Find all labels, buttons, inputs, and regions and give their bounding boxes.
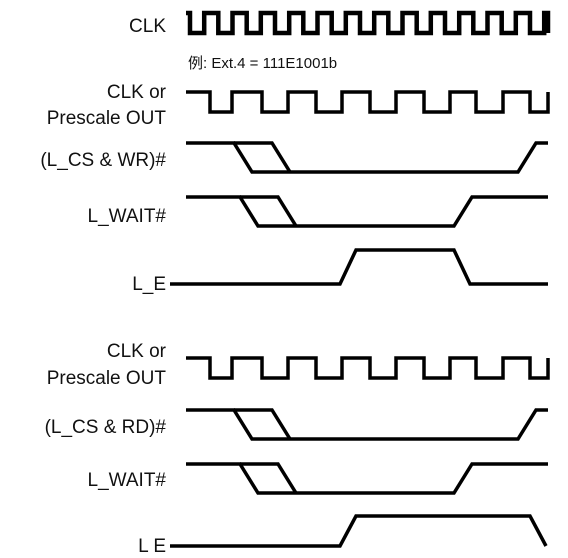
waveform-cs-wr-fall-late xyxy=(234,141,292,173)
waveform-wait-fall-early xyxy=(186,195,548,228)
signal-label-prescale-out: Prescale OUT xyxy=(47,108,167,129)
waveform-clk-or-prescale xyxy=(186,356,550,380)
signal-label-cs-rd: (L_CS & RD)# xyxy=(45,417,167,438)
signal-label-cs-wr: (L_CS & WR)# xyxy=(40,150,166,171)
waveform-clk xyxy=(186,10,551,36)
group-read: CLK or Prescale OUT (L_CS & RD)# L_WAIT#… xyxy=(45,341,550,557)
signal-wait-read: L_WAIT# xyxy=(88,462,548,495)
signal-label-le: L E xyxy=(138,536,166,557)
waveform-cs-rd-fall-early xyxy=(186,408,548,441)
signal-label-clk: CLK xyxy=(129,16,166,37)
waveform-cs-wr-fall-early xyxy=(186,141,548,174)
waveform-wait-fall-late xyxy=(240,462,298,494)
signal-cs-rd: (L_CS & RD)# xyxy=(45,408,548,441)
signal-label-wait: L_WAIT# xyxy=(88,206,167,227)
signal-clk: CLK xyxy=(129,10,551,37)
waveform-le xyxy=(170,248,548,286)
signal-clk-or-prescale-write: CLK or Prescale OUT xyxy=(47,82,550,129)
example-note: 例: Ext.4 = 111E1001b xyxy=(188,55,337,72)
signal-le-write: L_E xyxy=(132,248,548,295)
signal-clk-or-prescale-read: CLK or Prescale OUT xyxy=(47,341,550,389)
waveform-wait-fall-early xyxy=(186,462,548,495)
signal-label-clk-or: CLK or xyxy=(107,341,167,362)
signal-le-read: L E xyxy=(138,514,548,557)
signal-cs-wr: (L_CS & WR)# xyxy=(40,141,548,174)
signal-label-prescale-out: Prescale OUT xyxy=(47,368,167,389)
waveform-clk-or-prescale xyxy=(186,90,550,114)
signal-label-le: L_E xyxy=(132,274,166,295)
signal-label-wait: L_WAIT# xyxy=(88,470,167,491)
signal-wait-write: L_WAIT# xyxy=(88,195,548,228)
signal-label-clk-or: CLK or xyxy=(107,82,167,103)
waveform-le xyxy=(170,514,548,548)
group-write: CLK or Prescale OUT (L_CS & WR)# L_WAIT#… xyxy=(40,82,550,295)
waveform-cs-rd-fall-late xyxy=(234,408,292,440)
waveform-wait-fall-late xyxy=(240,195,298,227)
